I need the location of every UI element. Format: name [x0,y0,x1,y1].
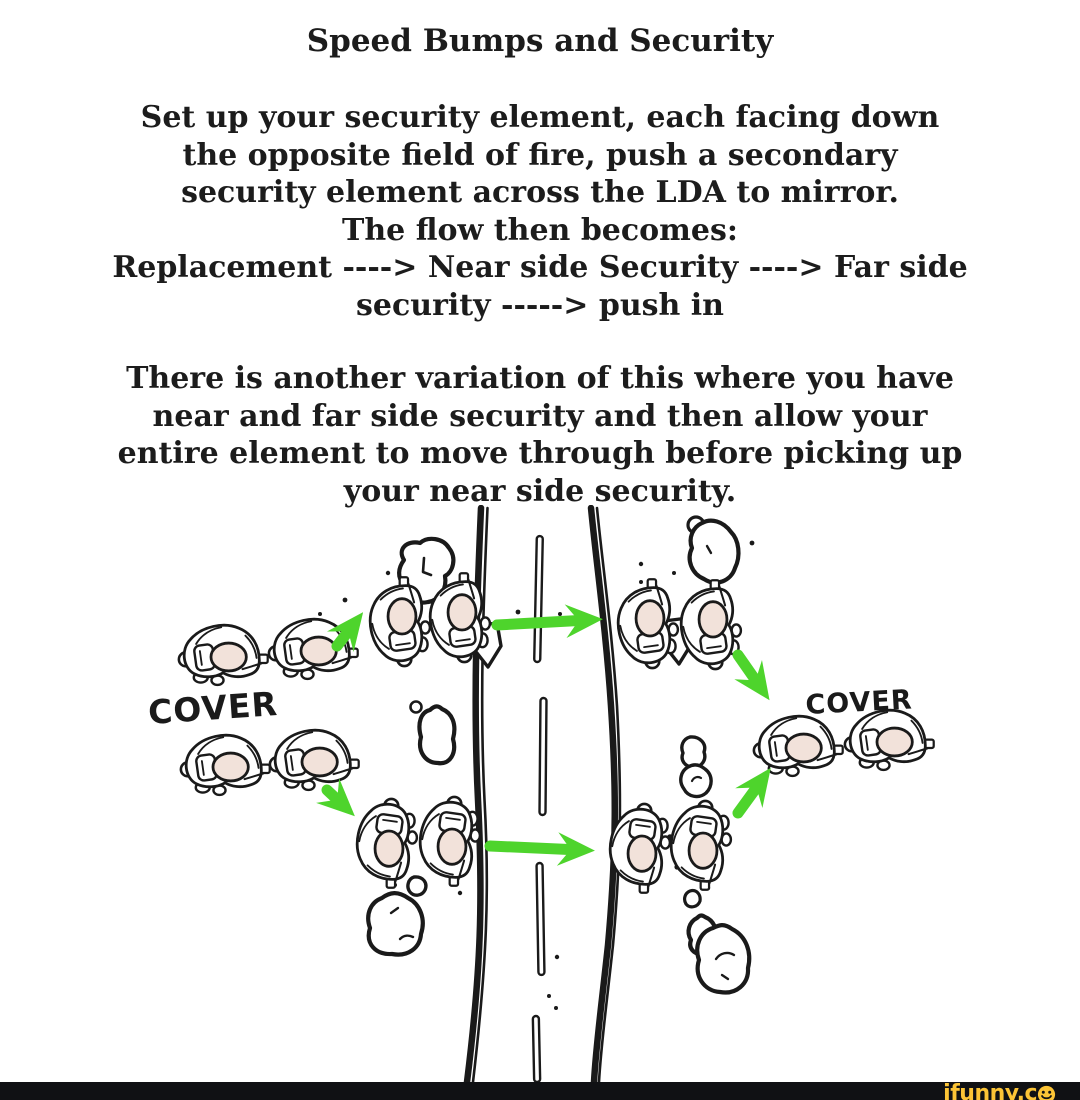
movement-arrow-icon [484,832,595,866]
soldier-icon [669,799,733,892]
rock-icon [686,515,741,585]
rock-icon [409,700,457,766]
instruction-line: your near side security. [343,473,737,509]
instruction-line: The flow then becomes: [342,212,738,248]
ifunny-logo: ifunny.c [943,1082,1056,1100]
ifunny-logo-text: ifunny.c [943,1082,1037,1100]
instruction-line: There is another variation of this where… [126,361,954,396]
watermark-bar: ifunny.c [0,1082,1080,1100]
cover-label-left: COVER [147,684,279,732]
cover-label-right: COVER [805,684,914,721]
soldier-icon [177,623,270,687]
soldier-icon [179,733,272,797]
smiley-icon [1037,1085,1056,1100]
soldier-icon [268,728,361,792]
movement-arrow-icon [491,604,603,639]
page-title: Speed Bumps and Security [306,23,774,59]
rock-icon [679,735,713,799]
soldier-icon [752,714,845,778]
soldier-icon [355,797,419,890]
instructions-paragraph-1: Set up your security element, each facin… [0,99,1080,325]
movement-arrows [316,604,771,866]
movement-arrow-icon [316,778,355,817]
instruction-line: Replacement ----> Near side Security ---… [112,250,968,286]
road-right-edge [587,505,619,1082]
movement-arrow-icon [732,767,771,819]
movement-arrow-icon [732,649,770,701]
instructions-paragraph-2: There is another variation of this where… [0,360,1080,510]
instruction-line: security element across the LDA to mirro… [181,175,899,211]
rock-icon [366,875,428,957]
rocks [366,515,752,995]
road-center-dashes [531,534,548,1082]
instruction-line: Set up your security element, each facin… [140,100,940,135]
instruction-line: entire element to move through before pi… [117,436,963,472]
instruction-line: security -----> push in [356,287,724,323]
rock-icon [683,888,752,995]
tactics-diagram: COVER COVER [147,505,936,1082]
soldier-icon [843,708,936,772]
instruction-line: the opposite field of fire, push a secon… [182,137,898,173]
instruction-line: near and far side security and then allo… [152,398,928,434]
soldier-icon [418,795,482,888]
movement-arrow-icon [326,612,364,653]
soldier-icon [679,578,743,671]
